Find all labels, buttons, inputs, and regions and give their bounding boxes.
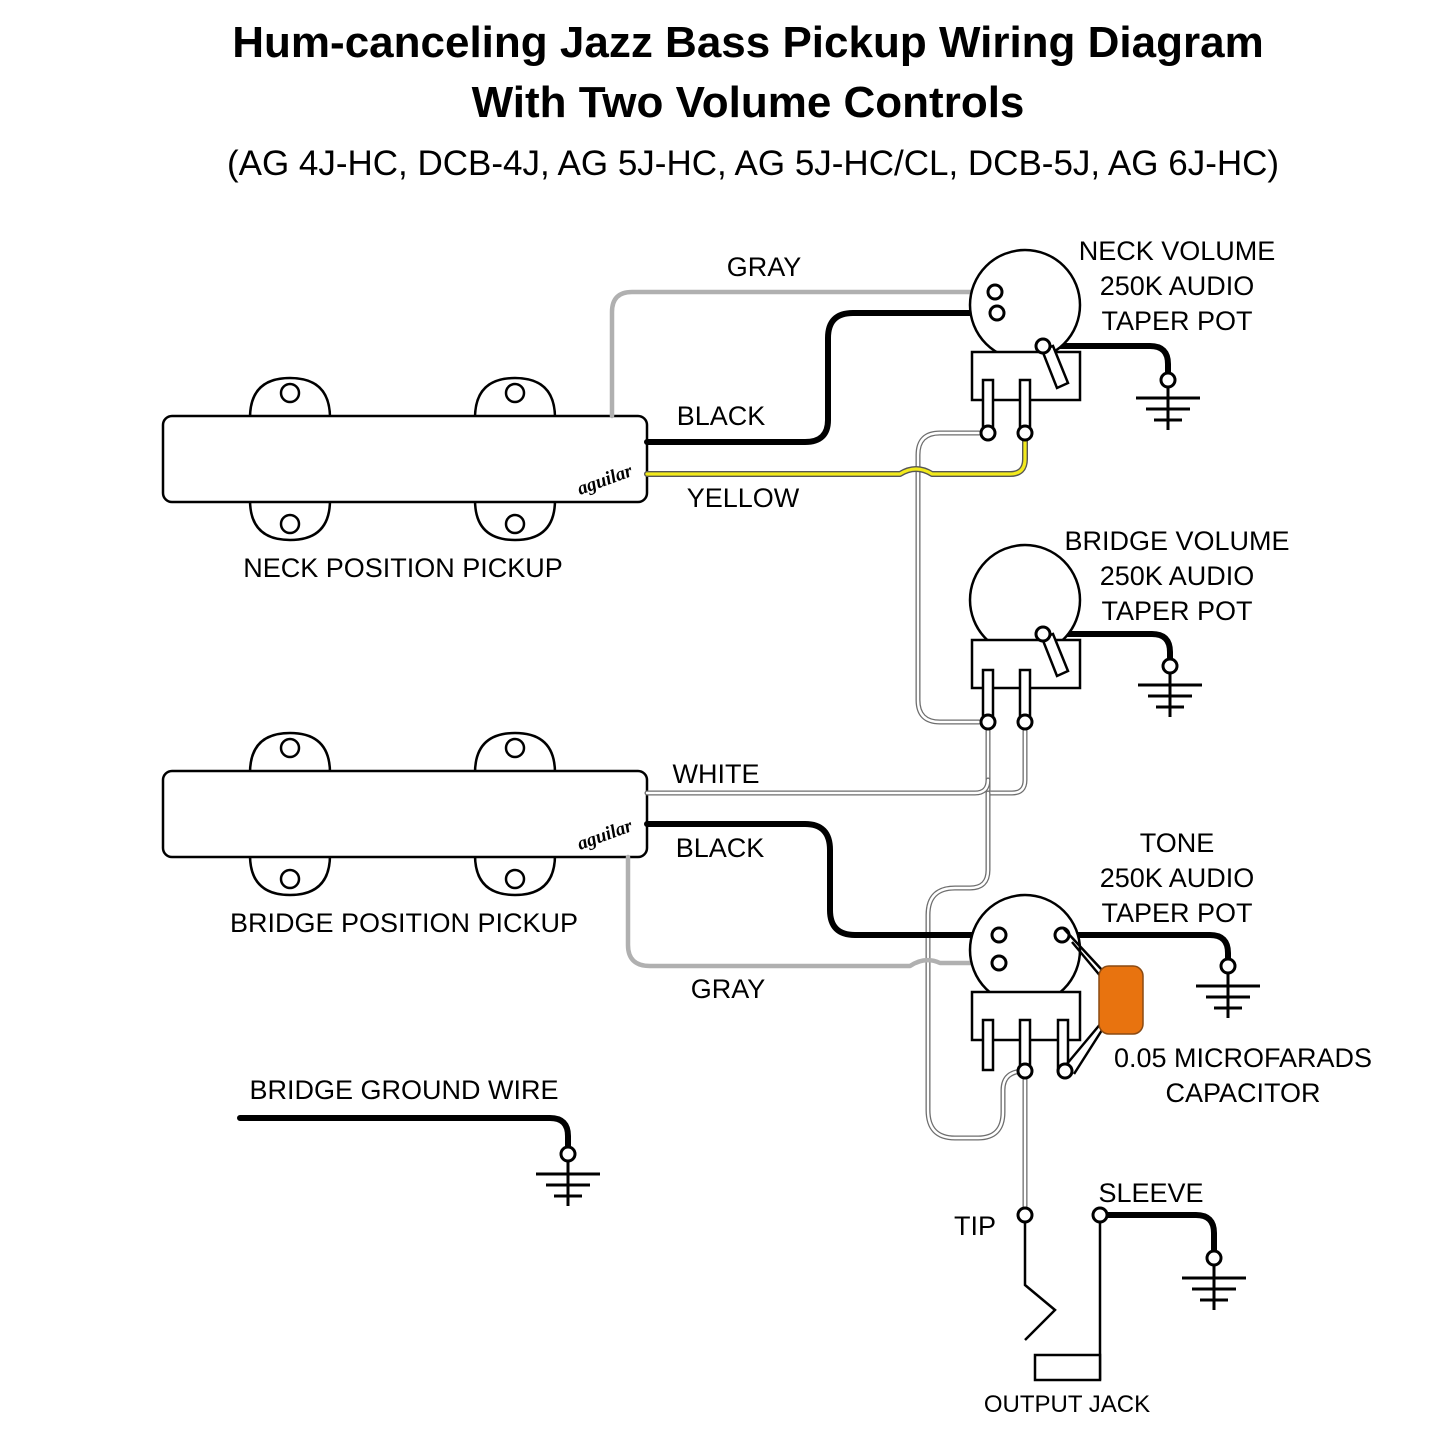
- capacitor: [1063, 928, 1144, 1075]
- ground-symbol: [1182, 1249, 1246, 1310]
- neck-pot-wiper: [1034, 337, 1052, 355]
- bridge-gray-wire: [625, 854, 1002, 969]
- capacitor-body: [1098, 965, 1144, 1035]
- jack-tip-terminal: [1016, 1206, 1034, 1224]
- bridge-pot-label-2: 250K AUDIO: [1100, 561, 1255, 591]
- bridge-pot-ground-wire: [1042, 631, 1173, 669]
- bridge-pickup: aguilar: [161, 731, 649, 897]
- tone-pot-lug: [1016, 1062, 1034, 1080]
- jack-sleeve-terminal: [1091, 1206, 1109, 1224]
- tone-pot-label-1: TONE: [1140, 828, 1215, 858]
- tone-pot-ground-wire: [1059, 932, 1231, 969]
- neck-pickup-label: NECK POSITION PICKUP: [243, 553, 563, 583]
- jack-tip-label: TIP: [954, 1211, 996, 1241]
- jack-sleeve-label: SLEEVE: [1098, 1178, 1203, 1208]
- tone-pot-label-2: 250K AUDIO: [1100, 863, 1255, 893]
- diagram-title-line2: With Two Volume Controls: [472, 78, 1025, 127]
- bridge-pot-label-1: BRIDGE VOLUME: [1064, 526, 1289, 556]
- neck-pot-terminal: [988, 304, 1006, 322]
- neck-pot-label-3: TAPER POT: [1101, 306, 1252, 336]
- white-signal-wires: [644, 430, 1028, 1218]
- bridge-gray-label: GRAY: [691, 974, 766, 1004]
- tone-pot-lug: [1056, 1062, 1074, 1080]
- neck-pot-lug: [979, 424, 997, 442]
- bridge-pot-lug: [1016, 713, 1034, 731]
- neck-pot-ground-wire: [1042, 343, 1171, 383]
- neck-pot-lug: [1016, 424, 1034, 442]
- neck-pot-label-2: 250K AUDIO: [1100, 271, 1255, 301]
- neck-pot-terminal: [986, 283, 1004, 301]
- neck-black-wire: [644, 310, 1000, 445]
- tone-pot: [968, 893, 1082, 1080]
- bridge-black-label: BLACK: [676, 833, 765, 863]
- tone-pot-terminal: [1053, 926, 1071, 944]
- bridge-pot-lug: [979, 713, 997, 731]
- bridge-black-wire: [644, 821, 1002, 938]
- neck-volume-pot: [968, 248, 1082, 442]
- bridge-pickup-label: BRIDGE POSITION PICKUP: [230, 908, 578, 938]
- bridge-pot-wiper: [1034, 625, 1052, 643]
- tone-pot-label-3: TAPER POT: [1101, 898, 1252, 928]
- neck-black-label: BLACK: [677, 401, 766, 431]
- ground-symbol: [1138, 657, 1202, 717]
- bridge-volume-pot: [968, 543, 1082, 731]
- ground-symbol: [1136, 371, 1200, 430]
- capacitor-label-1: 0.05 MICROFARADS: [1114, 1043, 1372, 1073]
- bridge-ground-wire: [237, 1115, 571, 1157]
- output-jack: [1016, 1206, 1109, 1382]
- ground-symbol: [536, 1145, 600, 1206]
- tone-pot-terminal: [990, 954, 1008, 972]
- neck-gray-wire: [609, 289, 998, 419]
- bridge-pot-label-3: TAPER POT: [1101, 596, 1252, 626]
- diagram-subtitle: (AG 4J-HC, DCB-4J, AG 5J-HC, AG 5J-HC/CL…: [227, 144, 1279, 183]
- bridge-ground-wire-label: BRIDGE GROUND WIRE: [249, 1075, 558, 1105]
- sleeve-ground-wire: [1097, 1212, 1217, 1261]
- neck-yellow-label: YELLOW: [687, 483, 800, 513]
- neck-gray-label: GRAY: [727, 252, 802, 282]
- ground-symbol: [1196, 957, 1260, 1018]
- bridge-white-label: WHITE: [673, 759, 760, 789]
- output-jack-label: OUTPUT JACK: [984, 1391, 1150, 1418]
- tone-pot-terminal: [990, 926, 1008, 944]
- capacitor-label-2: CAPACITOR: [1165, 1078, 1320, 1108]
- neck-pickup: aguilar: [161, 376, 649, 542]
- neck-pot-label-1: NECK VOLUME: [1079, 236, 1276, 266]
- diagram-title-line1: Hum-canceling Jazz Bass Pickup Wiring Di…: [232, 18, 1263, 67]
